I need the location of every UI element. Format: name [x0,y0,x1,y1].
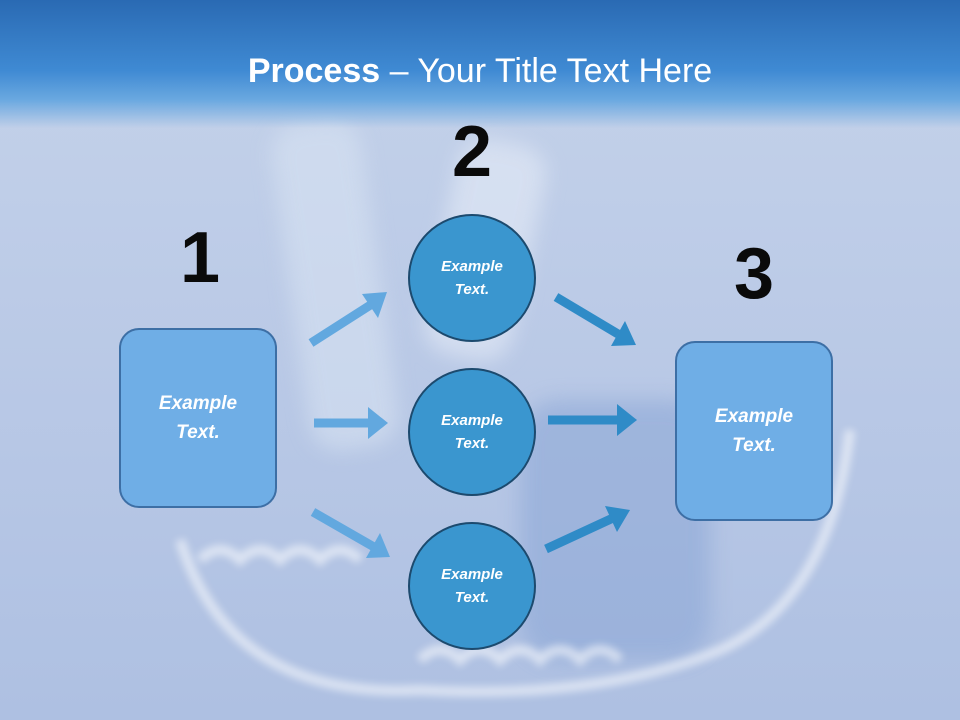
title-rest: – Your Title Text Here [380,52,713,90]
step-number-3: 3 [733,234,775,314]
title-bar [0,0,960,128]
step-3-text: Example Text. [714,406,794,456]
arrow-right-top [553,293,636,346]
step-number-2: 2 [451,112,493,192]
step-3-box[interactable]: Example Text. [675,341,833,521]
step-number-1: 1 [179,218,221,298]
circle-middle-text: Example Text. [441,412,503,452]
step-2-circle-middle[interactable]: Example Text. [408,368,536,496]
arrow-right-middle [548,404,637,436]
step-2-circle-bottom[interactable]: Example Text. [408,522,536,650]
title-bold: Process [247,52,381,90]
arrow-left-bottom [310,508,390,558]
step-1-text: Example Text. [158,393,238,443]
step-1-box[interactable]: Example Text. [119,328,277,508]
arrow-right-bottom [544,506,630,554]
step-2-circle-top[interactable]: Example Text. [408,214,536,342]
page-title: Process – Your Title Text Here [0,52,960,91]
arrow-left-middle [314,407,388,439]
circle-bottom-text: Example Text. [441,566,503,606]
circle-top-text: Example Text. [441,258,503,298]
arrow-left-top [308,292,387,347]
